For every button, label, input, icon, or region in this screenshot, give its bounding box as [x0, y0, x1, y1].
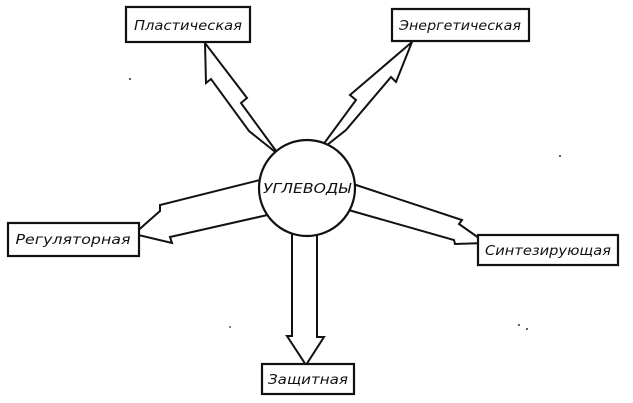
hub-circle: [257, 138, 357, 238]
function-box-regulatory: Регуляторная: [6, 221, 141, 258]
arrow-to-energy: [316, 41, 413, 154]
function-box-plastic: Пластическая: [124, 5, 252, 44]
function-label-protective: Защитная: [268, 373, 348, 388]
scan-speck: [129, 78, 131, 80]
function-label-energy: Энергетическая: [398, 19, 521, 34]
scan-speck: [526, 328, 528, 330]
function-label-synthesizing: Синтезирующая: [485, 244, 611, 259]
arrow-to-regulatory: [131, 176, 274, 245]
function-box-synthesizing: Синтезирующая: [476, 233, 620, 267]
hub-label: УГЛЕВОДЫ: [263, 182, 353, 197]
function-box-energy: Энергетическая: [390, 7, 531, 43]
scan-speck: [559, 155, 561, 157]
arrow-to-synthesizing: [343, 181, 490, 246]
scan-speck: [518, 324, 520, 326]
function-box-protective: Защитная: [260, 362, 356, 396]
scan-speck: [229, 326, 231, 328]
arrow-to-plastic: [203, 39, 280, 156]
function-label-plastic: Пластическая: [134, 19, 242, 34]
arrow-to-protective: [285, 221, 326, 367]
function-label-regulatory: Регуляторная: [16, 233, 131, 248]
